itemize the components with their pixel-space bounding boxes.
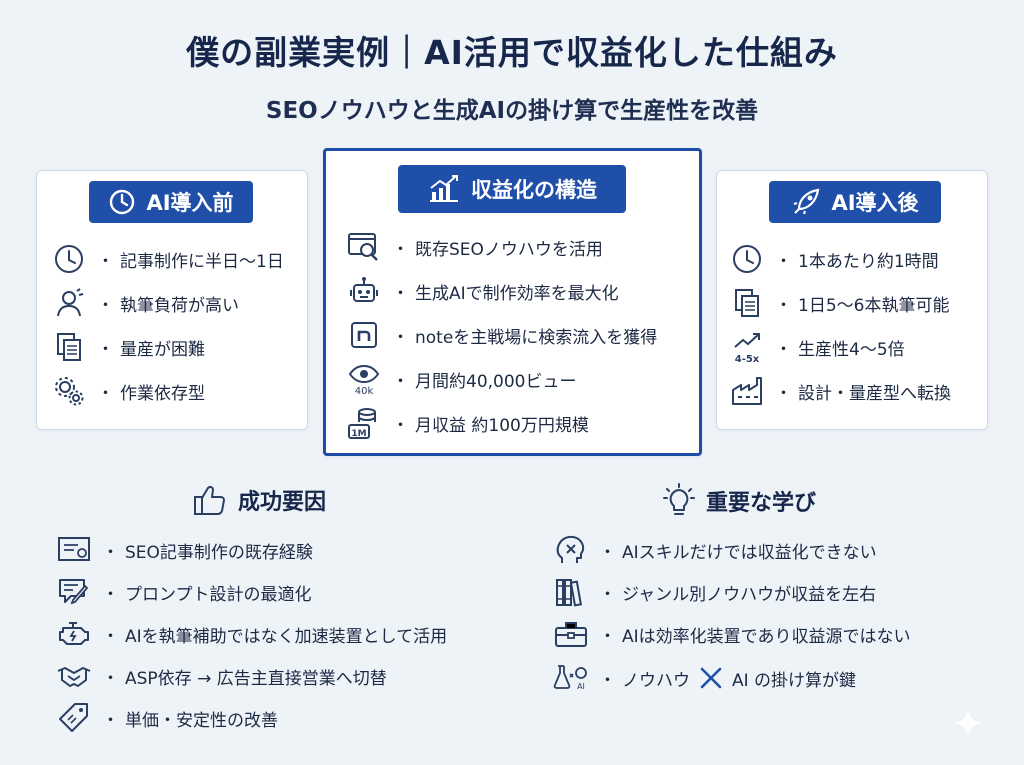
lightbulb-icon xyxy=(663,483,695,515)
list-item: ・ASP依存 → 広告主直接営業へ切替 xyxy=(56,658,387,694)
after-item: 1日5〜6本執筆可能 xyxy=(798,295,950,316)
structure-badge: 収益化の構造 xyxy=(398,165,626,213)
learnings-item: AIスキルだけでは収益化できない xyxy=(622,542,877,563)
certificate-icon xyxy=(56,532,92,568)
list-item: ・執筆負荷が高い xyxy=(51,285,239,321)
structure-item: 月間約40,000ビュー xyxy=(415,371,577,392)
structure-title: 収益化の構造 xyxy=(471,178,597,202)
robot-icon xyxy=(346,273,382,309)
success-heading: 成功要因 xyxy=(192,483,326,517)
list-item: 1M ・月収益 約100万円規模 xyxy=(346,405,589,441)
list-item: ・AIは効率化装置であり収益源ではない xyxy=(553,616,910,652)
learnings-title: 重要な学び xyxy=(706,491,817,516)
gears-icon xyxy=(51,373,87,409)
list-item: ・ジャンル別ノウハウが収益を左右 xyxy=(553,574,876,610)
learnings-item: ジャンル別ノウハウが収益を左右 xyxy=(622,584,877,605)
flask-times-ai-icon: AI xyxy=(553,660,589,696)
learnings-heading: 重要な学び xyxy=(662,483,816,519)
price-tag-icon xyxy=(56,700,92,736)
success-item: AIを執筆補助ではなく加速装置として活用 xyxy=(125,626,448,647)
learnings-item: AIは効率化装置であり収益源ではない xyxy=(622,626,911,647)
before-card: AI導入前 ・記事制作に半日〜1日 ・執筆負荷が高い ・量産が困難 ・作業依存型 xyxy=(36,170,308,430)
list-item: ・1本あたり約1時間 xyxy=(729,241,939,277)
revenue-label: 1M xyxy=(351,429,366,439)
list-item: ・AIスキルだけでは収益化できない xyxy=(553,532,877,568)
coins-icon: 1M xyxy=(346,405,382,441)
ai-label: AI xyxy=(577,682,585,691)
list-item: 40k ・月間約40,000ビュー xyxy=(346,361,576,397)
confused-head-icon xyxy=(553,532,589,568)
before-item: 作業依存型 xyxy=(120,383,205,404)
documents-icon xyxy=(729,285,765,321)
after-badge: AI導入後 xyxy=(769,181,941,223)
success-item: ASP依存 → 広告主直接営業へ切替 xyxy=(125,668,387,689)
clock-icon xyxy=(51,241,87,277)
list-item: AI ・ ノウハウ AI の掛け算が鍵 xyxy=(553,660,856,696)
after-title: AI導入後 xyxy=(831,191,919,215)
sparkle-icon xyxy=(954,709,982,737)
growth-label: 4-5x xyxy=(735,354,760,365)
structure-item: 月収益 約100万円規模 xyxy=(415,415,589,436)
views-label: 40k xyxy=(355,386,374,396)
list-item: ・noteを主戦場に検索流入を獲得 xyxy=(346,317,657,353)
before-badge: AI導入前 xyxy=(89,181,253,223)
list-item: ・AIを執筆補助ではなく加速装置として活用 xyxy=(56,616,447,652)
learnings-last-right: AI の掛け算が鍵 xyxy=(732,670,857,691)
clock-icon xyxy=(110,189,135,215)
documents-icon xyxy=(51,329,87,365)
before-item: 執筆負荷が高い xyxy=(120,295,239,316)
after-item: 設計・量産型へ転換 xyxy=(798,383,951,404)
growth-arrow-icon: 4-5x xyxy=(729,329,765,365)
growth-chart-icon xyxy=(430,175,458,202)
success-item: 単価・安定性の改善 xyxy=(125,710,278,731)
list-item: ・設計・量産型へ転換 xyxy=(729,373,951,409)
eye-views-icon: 40k xyxy=(346,361,382,397)
page-title: 僕の副業実例｜AI活用で収益化した仕組み xyxy=(186,33,838,72)
success-item: SEO記事制作の既存経験 xyxy=(125,542,313,563)
success-title: 成功要因 xyxy=(238,490,327,515)
list-item: ・生成AIで制作効率を最大化 xyxy=(346,273,619,309)
list-item: ・SEO記事制作の既存経験 xyxy=(56,532,313,568)
clock-icon xyxy=(729,241,765,277)
engine-icon xyxy=(56,616,92,652)
before-item: 量産が困難 xyxy=(120,339,205,360)
structure-item: noteを主戦場に検索流入を獲得 xyxy=(415,327,658,348)
list-item: ・単価・安定性の改善 xyxy=(56,700,278,736)
list-item: ・量産が困難 xyxy=(51,329,205,365)
success-item: プロンプト設計の最適化 xyxy=(125,584,312,605)
structure-card: 収益化の構造 ・既存SEOノウハウを活用 ・生成AIで制作効率を最大化 ・not… xyxy=(323,148,702,456)
after-item: 生産性4〜5倍 xyxy=(798,339,905,360)
after-card: AI導入後 ・1本あたり約1時間 ・1日5〜6本執筆可能 4-5x ・生産性4〜… xyxy=(716,170,988,430)
list-item: ・記事制作に半日〜1日 xyxy=(51,241,284,277)
list-item: ・既存SEOノウハウを活用 xyxy=(346,229,603,265)
after-item: 1本あたり約1時間 xyxy=(798,251,939,272)
rocket-icon xyxy=(794,188,820,215)
note-icon xyxy=(346,317,382,353)
browser-search-icon xyxy=(346,229,382,265)
list-item: 4-5x ・生産性4〜5倍 xyxy=(729,329,905,365)
edit-note-icon xyxy=(56,574,92,610)
list-item: ・1日5〜6本執筆可能 xyxy=(729,285,949,321)
page-subtitle: SEOノウハウと生成AIの掛け算で生産性を改善 xyxy=(265,98,759,124)
before-item: 記事制作に半日〜1日 xyxy=(120,251,284,272)
thumbs-up-icon xyxy=(194,485,225,515)
toolbox-icon xyxy=(553,616,589,652)
list-item: ・作業依存型 xyxy=(51,373,205,409)
handshake-icon xyxy=(56,658,92,694)
structure-item: 既存SEOノウハウを活用 xyxy=(415,239,603,260)
list-item: ・プロンプト設計の最適化 xyxy=(56,574,312,610)
factory-icon xyxy=(729,373,765,409)
structure-item: 生成AIで制作効率を最大化 xyxy=(415,283,619,304)
stressed-person-icon xyxy=(51,285,87,321)
before-title: AI導入前 xyxy=(146,191,234,215)
learnings-last-left: ノウハウ xyxy=(622,670,690,691)
books-icon xyxy=(553,574,589,610)
multiply-icon xyxy=(700,667,722,689)
